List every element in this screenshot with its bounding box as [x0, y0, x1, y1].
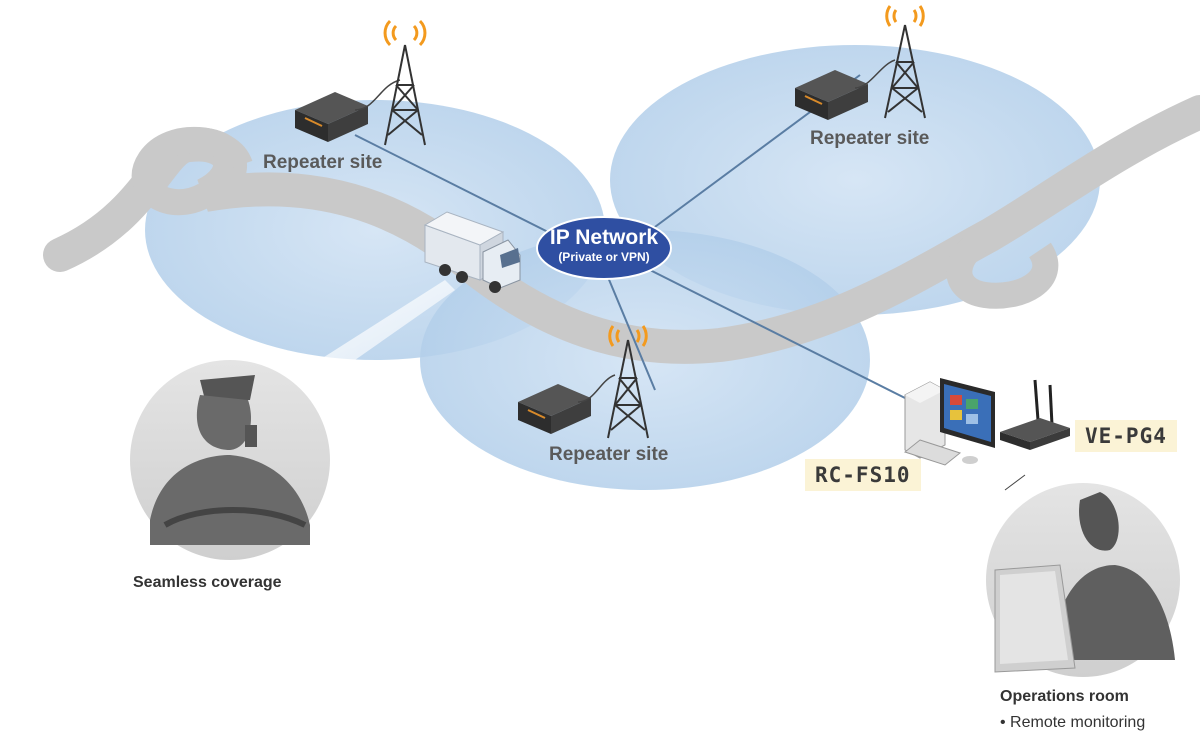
repeater-box-icon — [295, 92, 368, 142]
antenna-tower-icon — [607, 339, 649, 439]
repeater-site-label: Repeater site — [263, 152, 383, 173]
repeater-site-1 — [295, 19, 427, 146]
repeater-site-3 — [518, 325, 649, 439]
road-loop-left — [131, 127, 253, 216]
ops-room-item: • Remote monitoring — [1000, 714, 1146, 731]
antenna-tower-icon — [884, 24, 926, 119]
antenna-tower-icon — [384, 44, 426, 146]
dispatch-pc-icon — [903, 378, 995, 466]
truck-icon — [423, 211, 521, 293]
road-loop-right — [946, 223, 1059, 309]
signal-waves-icon — [383, 19, 427, 47]
signal-waves-icon — [608, 325, 648, 347]
coverage-caption: Seamless coverage — [133, 574, 282, 591]
ops-room-title: Operations room — [1000, 688, 1129, 705]
repeater-box-icon — [795, 70, 868, 120]
gateway-device-icon — [1000, 379, 1070, 450]
ip-network-label: IP Network (Private or VPN) — [537, 226, 671, 264]
rc-fs10-label: RC-FS10 — [805, 459, 921, 491]
operator-illustration — [986, 474, 1180, 677]
repeater-box-icon — [518, 384, 591, 434]
ve-pg4-label: VE-PG4 — [1075, 420, 1177, 452]
repeater-site-2 — [795, 5, 926, 120]
signal-waves-icon — [885, 5, 925, 27]
repeater-site-label: Repeater site — [810, 128, 930, 149]
coverage-beam — [288, 280, 455, 395]
ip-network-ellipse — [536, 216, 672, 280]
ip-network-subtitle: (Private or VPN) — [558, 250, 650, 264]
repeater-site-label: Repeater site — [549, 444, 669, 465]
driver-illustration — [130, 360, 330, 560]
ip-network-title: IP Network — [549, 226, 659, 249]
